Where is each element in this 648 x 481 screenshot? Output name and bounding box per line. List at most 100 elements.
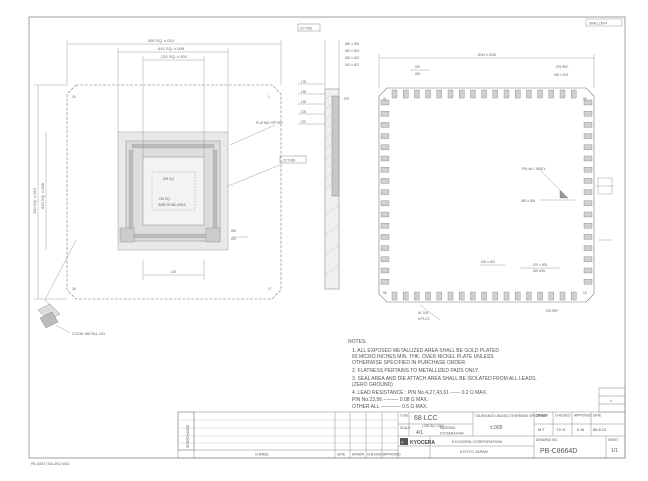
dim-center-1: .305 SQ xyxy=(162,177,174,181)
side-left-dim: .155 xyxy=(300,90,306,94)
title-block: INTERCHANGE CHANGE DATE DRAWN CHECKED AP… xyxy=(177,387,626,459)
top-right-label: SHALLOW-4 xyxy=(589,22,608,26)
bottom-pad xyxy=(492,89,498,99)
type-value: 68 LCC xyxy=(414,415,438,422)
bottom-pad xyxy=(583,279,593,285)
kyocera-logo: K xyxy=(400,438,408,445)
bottom-pad xyxy=(380,133,390,139)
bottom-pad xyxy=(559,89,566,99)
bottom-pad xyxy=(583,122,593,128)
bottom-pad xyxy=(447,89,454,99)
bottom-pad xyxy=(583,267,593,274)
bottom-pads-left xyxy=(380,99,390,285)
bottom-pad xyxy=(583,144,593,150)
bottom-pad xyxy=(470,291,476,301)
scale-label: SCALE xyxy=(400,426,410,430)
dim-left-2: .610 SQ. ±.008 xyxy=(40,182,45,210)
bond-pads xyxy=(128,143,218,239)
type-sub: (.320 SQ. CAV) xyxy=(422,424,444,428)
dim-top-2: .610 SQ. ±.008 xyxy=(157,46,185,51)
scale-value: 4/1 xyxy=(416,430,423,436)
corner-num: 41 xyxy=(383,97,387,101)
bottom-pad xyxy=(380,234,390,240)
note-line: OTHER ALL ------------ 0.5 Ω MAX. xyxy=(352,404,428,410)
bottom-pad xyxy=(380,189,390,195)
bottom-pad xyxy=(380,256,390,262)
bottom-pad xyxy=(503,89,510,99)
bottom-pad xyxy=(583,133,593,139)
rev-value: 4 xyxy=(610,399,612,403)
interchange-box xyxy=(177,411,195,451)
bottom-pad xyxy=(403,89,409,99)
die-cavity xyxy=(142,156,205,226)
side-left-dim: .178 xyxy=(300,80,306,84)
side-hatch xyxy=(324,92,340,276)
bottom-pad xyxy=(515,89,521,99)
die-attach-area xyxy=(151,171,196,211)
side-left-dim: .070 xyxy=(300,120,306,124)
bottom-pad xyxy=(526,89,532,99)
side-dim-3: .020 ±.003 xyxy=(344,56,359,60)
bottom-label: .050 ±.006 xyxy=(520,199,535,203)
corner-num: 18 xyxy=(583,291,587,295)
note-line: 3. SEAL AREA AND DIE ATTACH AREA SHALL B… xyxy=(352,376,537,382)
bottom-dim-width: .600 ±.006 xyxy=(477,52,497,57)
side-dim-2: .040 ±.004 xyxy=(344,49,359,53)
dim-right: ZCT.008 xyxy=(283,159,295,163)
side-dim-1: .060 ±.006 xyxy=(344,42,359,46)
note-line: 60 MICRO INCHES MIN. THK. OVER NICKEL PL… xyxy=(352,354,494,360)
bottom-pad xyxy=(583,189,593,195)
bottom-pad xyxy=(537,291,543,301)
tolerance-value: ±.005 xyxy=(490,425,503,431)
drawn-label: DRAWN xyxy=(536,414,549,418)
side-left-dim: .130 xyxy=(300,100,306,104)
material-value: KYOCERA A440 xyxy=(440,432,464,436)
rev-col-approved: APPROVED xyxy=(383,453,401,457)
corner-num: 17 xyxy=(268,287,272,291)
bottom-pad xyxy=(492,291,498,301)
bottom-pad xyxy=(403,291,409,301)
dim-bottom-1: .100 xyxy=(170,270,176,274)
bottom-pad xyxy=(571,291,577,301)
bottom-pad xyxy=(526,291,532,301)
note-line: 4. LEAD RESISTANCE : PIN No.4,27,43,61 -… xyxy=(352,390,487,396)
date-label: DATE xyxy=(593,414,601,418)
bottom-label: .020 MIN xyxy=(532,269,546,273)
corner-num: 16 xyxy=(72,95,76,99)
bottom-pad xyxy=(583,167,593,173)
bottom-dim: .030 ±.003 xyxy=(553,73,568,77)
approved-label: APPROVED xyxy=(574,414,592,418)
drawing-no-label: DRAWING NO. xyxy=(536,438,558,442)
bottom-pad xyxy=(380,144,390,150)
bottom-pad xyxy=(548,89,554,99)
rev-col-drawn: DRAWN xyxy=(352,453,365,457)
bottom-pads-bottom xyxy=(391,291,577,301)
bottom-label: W. DIN xyxy=(418,311,429,315)
checked-value: T.K.K xyxy=(556,427,566,432)
side-frame xyxy=(297,23,321,32)
bottom-pad xyxy=(583,111,593,117)
package-outline xyxy=(66,84,282,300)
bottom-view: .600 ±.006 .020 .050 .075 REF .030 ±.003… xyxy=(378,52,614,321)
dim-top-3: .220 SQ. ±.003 xyxy=(160,54,188,59)
bottom-pad xyxy=(481,89,487,99)
pin1-index-label: PIN No.1 INDEX xyxy=(522,167,546,171)
bottom-pad xyxy=(470,89,476,99)
bottom-pad xyxy=(414,291,420,301)
rev-col-change: CHANGE xyxy=(255,453,269,457)
drawn-value: M.T xyxy=(538,427,545,432)
bottom-pad xyxy=(436,291,442,301)
note-line: OTHERWISE SPECIFIED IN PURCHASE ORDER. xyxy=(352,360,466,366)
top-right-box xyxy=(585,18,623,27)
bottom-pad xyxy=(391,291,398,301)
notes-header: NOTES: xyxy=(348,339,367,345)
bottom-pad xyxy=(503,291,510,301)
bottom-pad xyxy=(380,211,390,218)
interchange-label: INTERCHANGE xyxy=(186,425,190,448)
company-name: KYOCERA CORPORATION xyxy=(452,439,502,444)
material-label: MATERIAL xyxy=(440,426,456,430)
note-line: 1. ALL EXPOSED METALLIZED AREA SHALL BE … xyxy=(352,348,499,354)
side-cavity xyxy=(331,95,340,197)
bottom-pad xyxy=(391,89,398,99)
corner-num: 36 xyxy=(72,287,76,291)
